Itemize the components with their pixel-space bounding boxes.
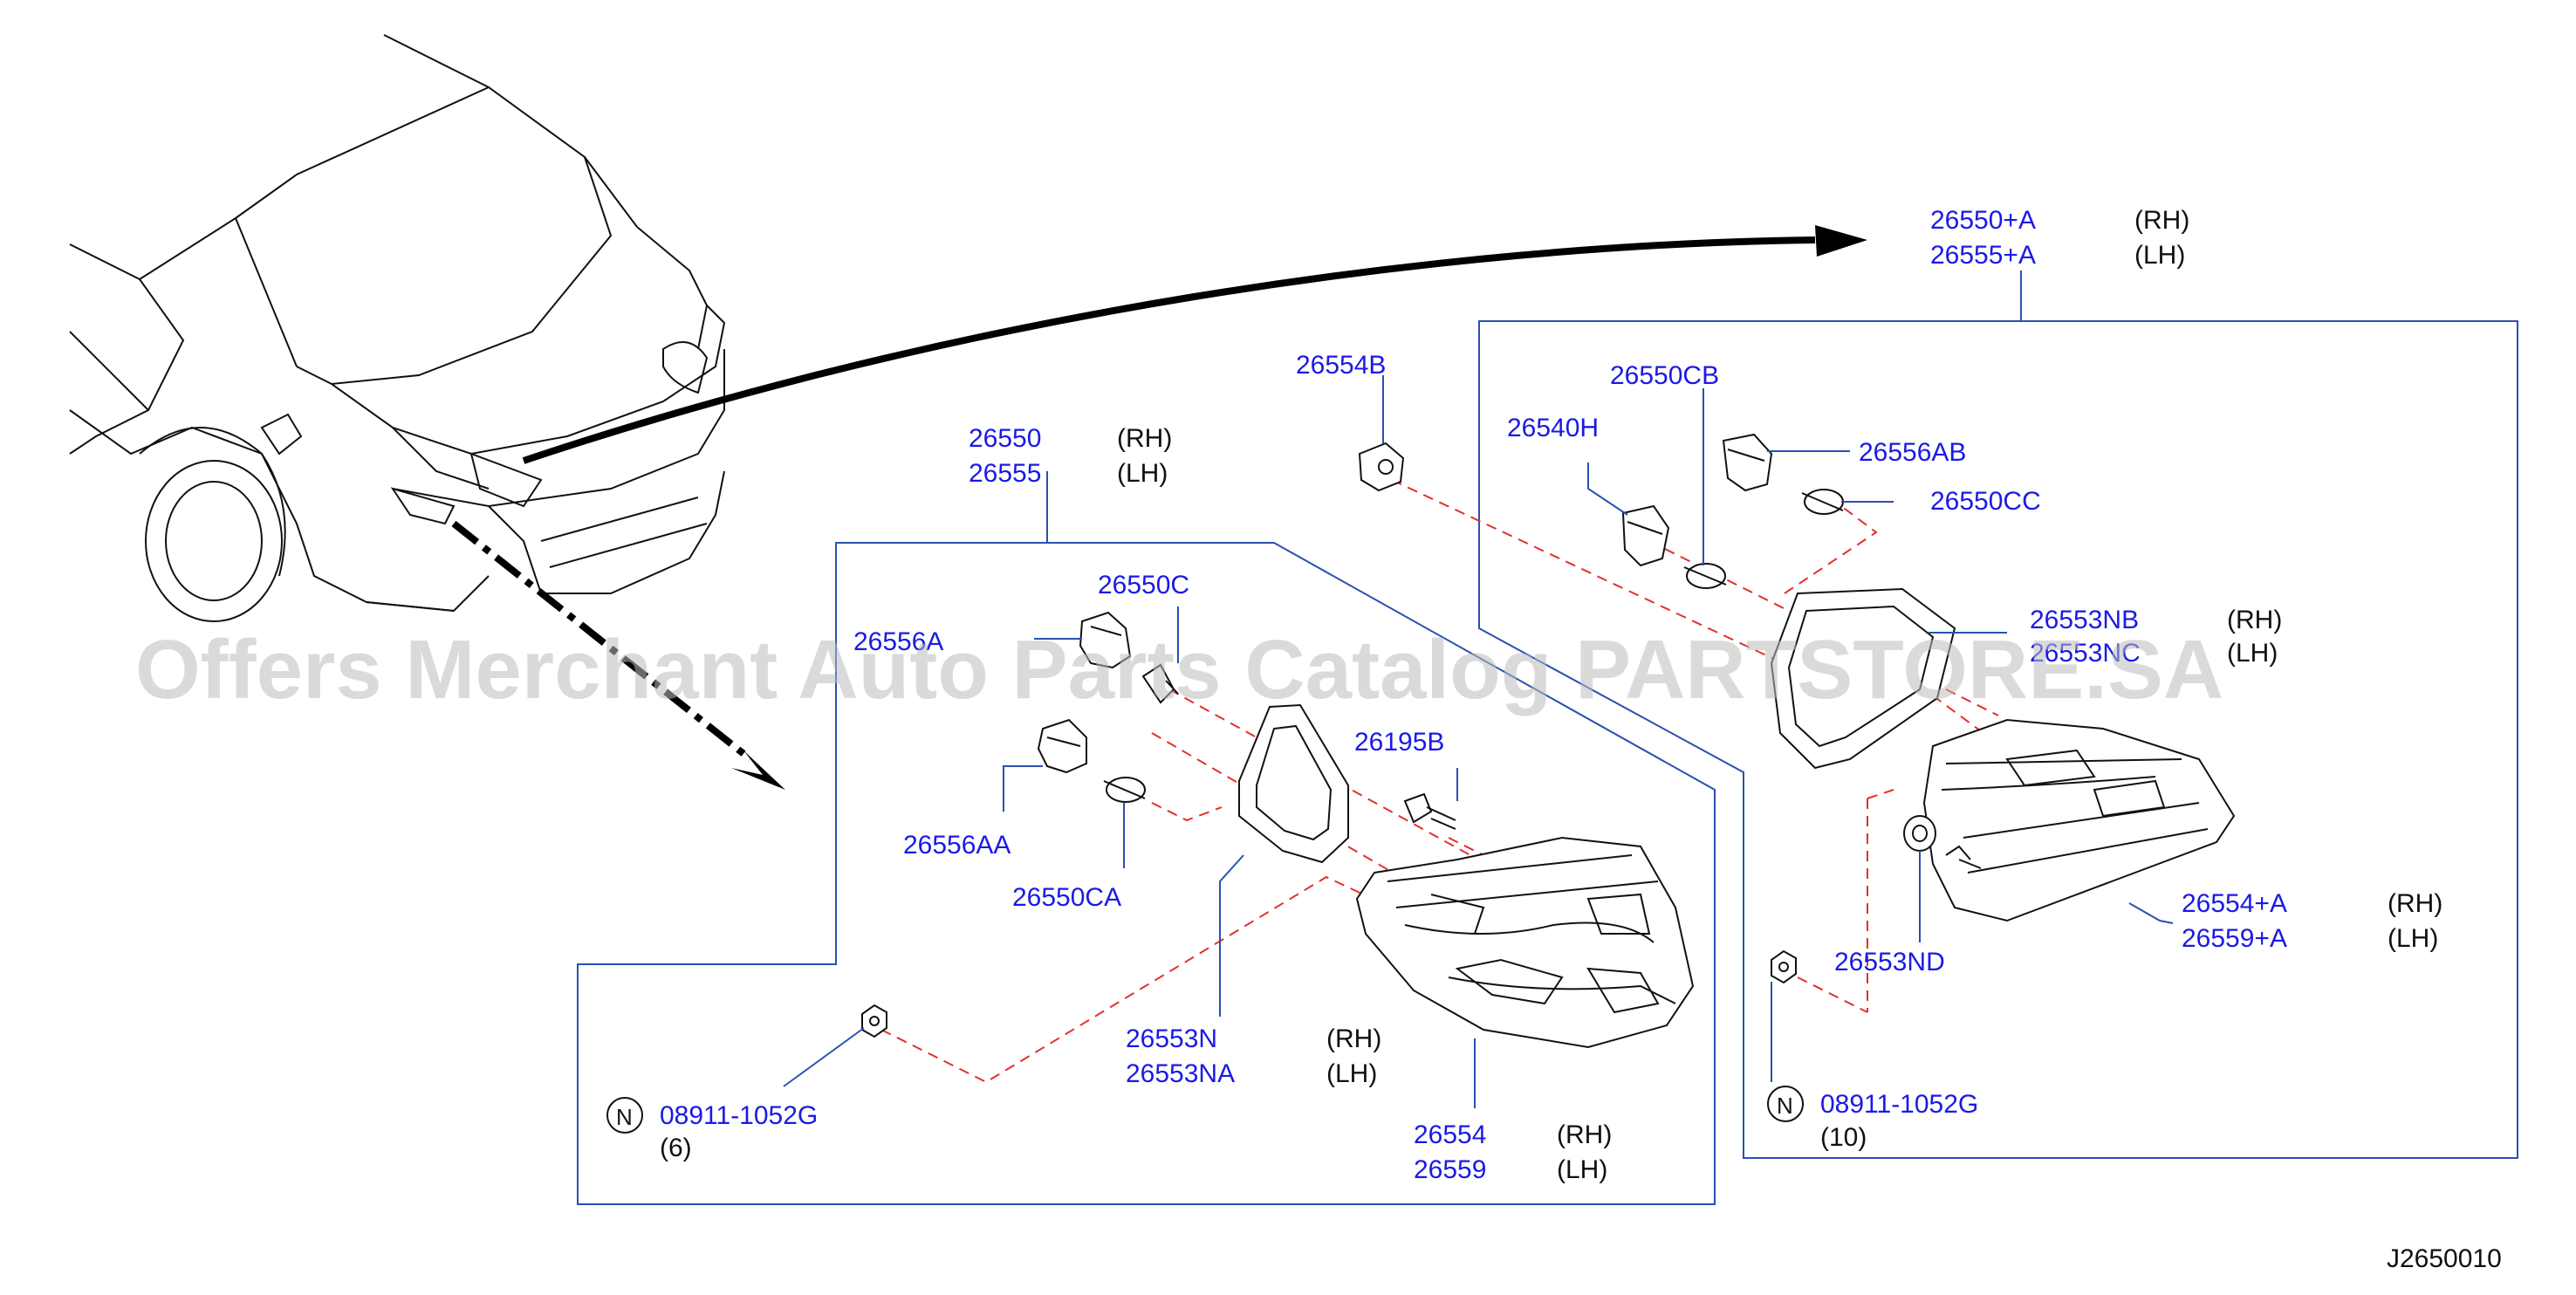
label-26550: 26550 — [969, 424, 1041, 453]
screw-26195b — [1403, 792, 1456, 830]
label-26553nc: 26553NC — [2030, 639, 2141, 668]
label-26553na-lh: (LH) — [1326, 1059, 1377, 1088]
car-illustration — [69, 34, 726, 622]
label-26550cc: 26550CC — [1930, 487, 2041, 516]
label-26550-rh: (RH) — [1117, 424, 1172, 453]
label-26195b: 26195B — [1354, 728, 1444, 757]
diagram-code: J2650010 — [2387, 1244, 2502, 1273]
label-26554b: 26554B — [1296, 351, 1386, 380]
label-26550a: 26550+A — [1930, 206, 2036, 235]
label-26553nb: 26553NB — [2030, 606, 2139, 634]
label-26550c: 26550C — [1098, 571, 1189, 600]
label-26554-rh: (RH) — [1557, 1120, 1612, 1149]
nut-right — [1771, 949, 1797, 984]
arrow-to-inner-assembly — [522, 236, 1816, 464]
label-26554a: 26554+A — [2182, 889, 2287, 918]
gasket-26553nb — [1770, 587, 1956, 770]
label-26553n: 26553N — [1126, 1024, 1217, 1053]
label-26559-lh: (LH) — [1557, 1155, 1607, 1184]
label-26556aa: 26556AA — [903, 831, 1011, 860]
inner-lamp-parts — [1358, 433, 2236, 984]
socket-26540h — [1621, 504, 1670, 567]
label-26553nd: 26553ND — [1834, 948, 1945, 976]
leader-lines — [783, 375, 2174, 1108]
lamp-26554 — [1355, 836, 1695, 1049]
bulb-26550c — [1141, 663, 1179, 704]
bulb-26550cb — [1683, 563, 1727, 589]
frame-outer-lamp — [577, 542, 1716, 1205]
label-26554a-rh: (RH) — [2388, 889, 2442, 918]
label-26550ca: 26550CA — [1012, 883, 1121, 912]
n-mark-left: N — [616, 1104, 633, 1130]
arrow-to-outer-assembly — [451, 520, 753, 763]
label-26553n-rh: (RH) — [1326, 1024, 1381, 1053]
watermark-text: Offers Merchant Auto Parts Catalog PARTS… — [135, 623, 2223, 716]
assembly-frames — [577, 271, 2518, 1205]
label-26540h: 26540H — [1507, 414, 1599, 442]
bolt-inner — [1945, 845, 1982, 869]
label-26556ab: 26556AB — [1859, 438, 1966, 467]
arrow-head-inner — [1815, 225, 1867, 257]
label-26555a-lh: (LH) — [2134, 241, 2185, 270]
label-26550cb: 26550CB — [1610, 361, 1719, 390]
n-mark-right: N — [1777, 1093, 1793, 1119]
socket-26556a — [1079, 611, 1132, 669]
label-26550a-rh: (RH) — [2134, 206, 2189, 235]
label-nut-right: 08911-1052G — [1820, 1090, 1978, 1119]
label-26559a: 26559+A — [2182, 924, 2287, 953]
label-nut-left-qty: (6) — [660, 1134, 692, 1162]
outer-lamp-parts — [861, 611, 1695, 1049]
label-26555-lh: (LH) — [1117, 459, 1168, 488]
n-circle-left — [606, 1097, 643, 1134]
label-nut-left: 08911-1052G — [660, 1101, 818, 1130]
label-26553nc-lh: (LH) — [2227, 639, 2278, 668]
grommet-26554b — [1358, 442, 1405, 492]
label-26559a-lh: (LH) — [2388, 924, 2438, 953]
grommet-26553nd — [1903, 815, 1936, 852]
label-26555: 26555 — [969, 459, 1041, 488]
callout-arrows — [451, 225, 1867, 790]
label-26553na: 26553NA — [1126, 1059, 1235, 1088]
label-nut-right-qty: (10) — [1820, 1123, 1867, 1152]
n-circle-right — [1767, 1086, 1804, 1122]
nut-left — [861, 1004, 887, 1038]
lamp-26554a — [1922, 718, 2236, 922]
label-26553nb-rh: (RH) — [2227, 606, 2282, 634]
part-labels: 26550 26555 (RH) (LH) 26556A 26550C 2619… — [606, 206, 2442, 1184]
socket-26556ab — [1722, 433, 1773, 492]
bulb-26550ca — [1103, 777, 1146, 803]
frame-inner-lamp — [1478, 320, 2518, 1159]
arrow-head-outer — [731, 750, 785, 790]
label-26554: 26554 — [1414, 1120, 1486, 1149]
label-26555a: 26555+A — [1930, 241, 2036, 270]
label-26559: 26559 — [1414, 1155, 1486, 1184]
gasket-26553n — [1238, 703, 1349, 864]
bulb-26550cc — [1801, 489, 1844, 515]
socket-26556aa — [1037, 718, 1087, 774]
label-26556a: 26556A — [853, 627, 943, 656]
